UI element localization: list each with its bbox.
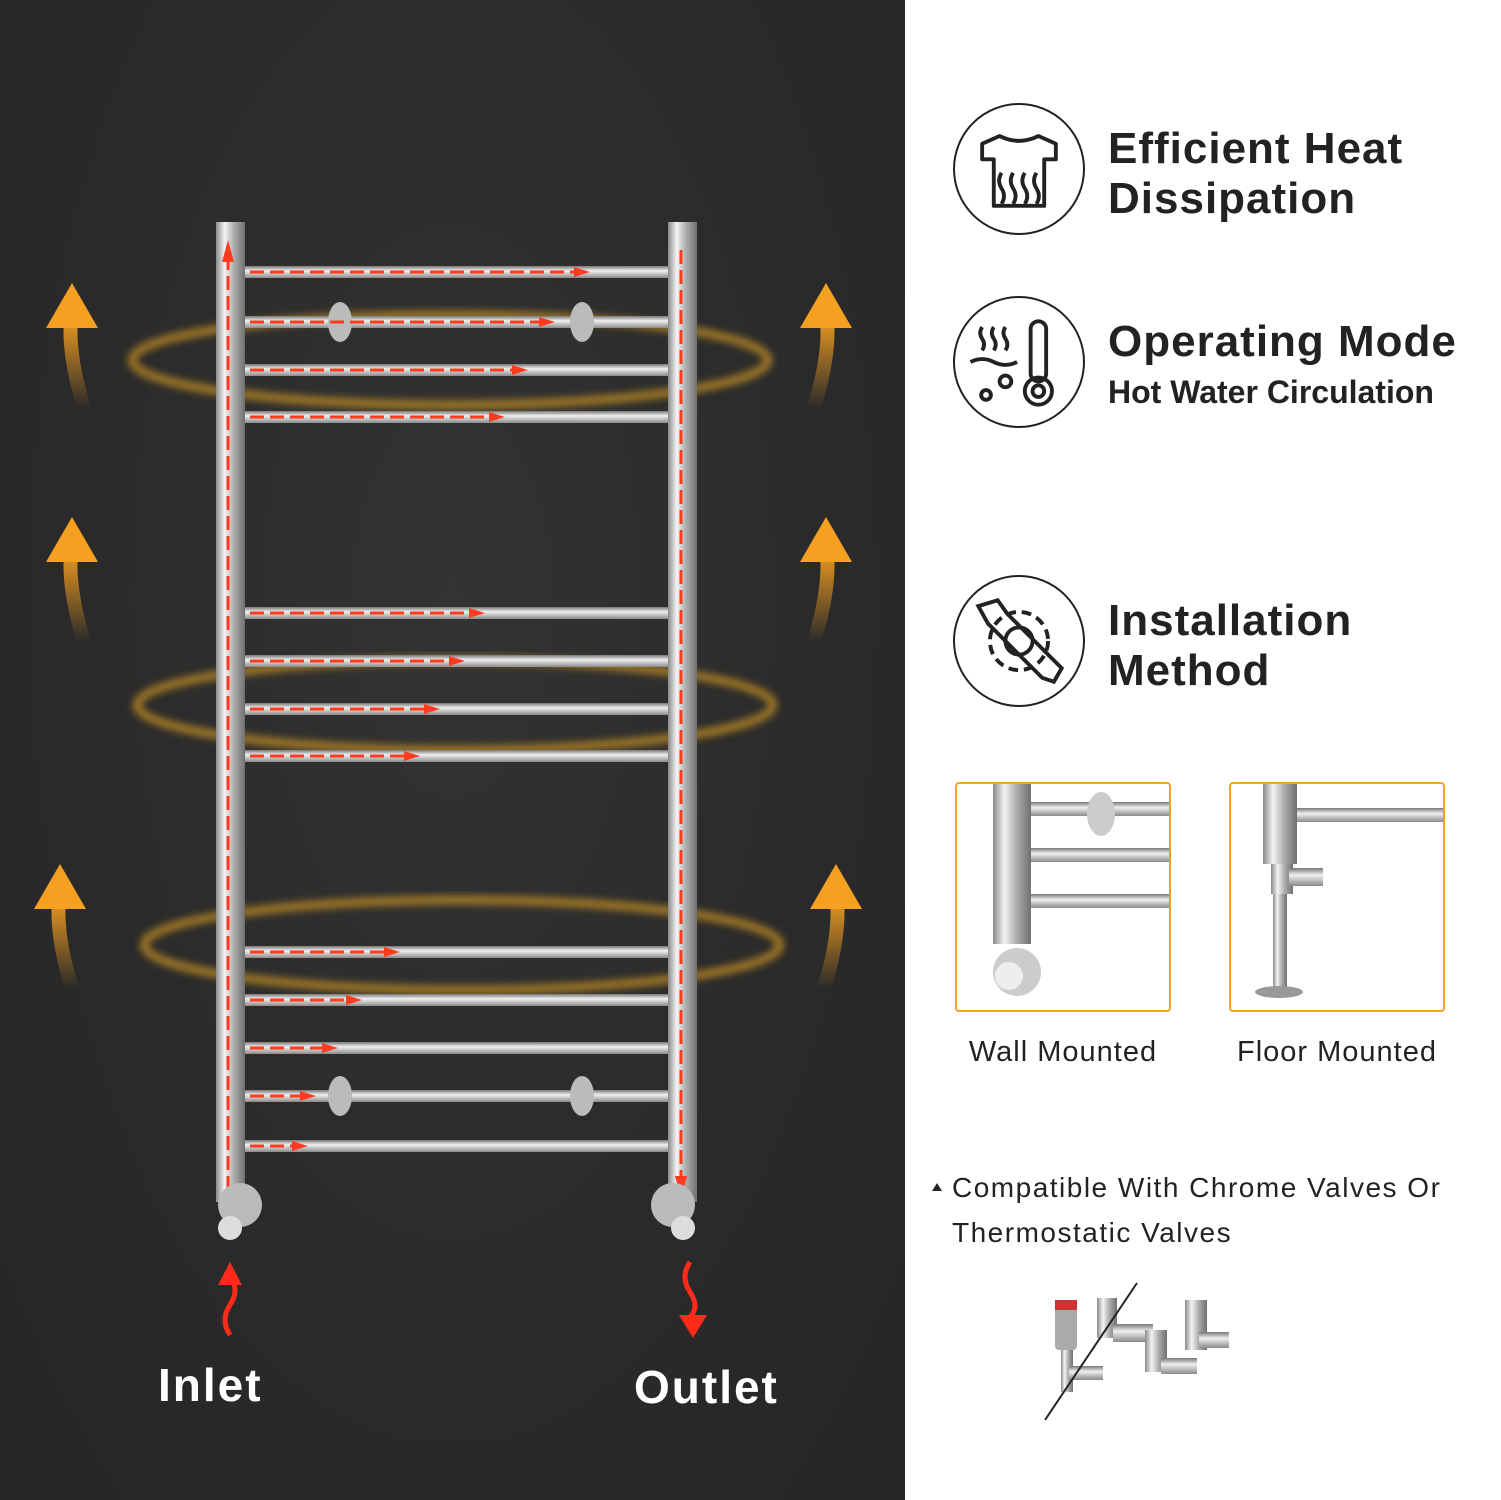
compatibility-line1: Compatible With Chrome Valves Or [952,1172,1442,1203]
divider-slash [1044,1282,1138,1421]
inlet-label: Inlet [158,1359,263,1411]
chrome-angle-valve-icon [1145,1300,1229,1374]
flow-arrowhead [346,995,362,1005]
feature-subtitle-mode: Hot Water Circulation [1108,374,1434,410]
flow-arrowhead [424,704,440,714]
valves-image [1044,1282,1229,1421]
flow-arrowhead [512,365,528,375]
flow-arrowhead [300,1091,316,1101]
compatibility-line2: Thermostatic Valves [952,1217,1233,1248]
flow-arrowhead [404,751,420,761]
wall-bracket [570,302,594,342]
feature-title-heat: Efficient Heat Dissipation [1108,124,1403,224]
heat-up-arrow-icon [800,517,852,645]
shirt-heat-icon [953,103,1085,235]
rail-bar [245,994,668,1006]
inlet-valve [218,1183,262,1227]
rail-bar [245,1140,668,1152]
wall-mounted-label: Wall Mounted [968,1036,1158,1068]
inlet-valve-cap [218,1216,242,1240]
flow-arrowhead [449,656,465,666]
flow-arrowhead [574,267,590,277]
heat-ring [128,311,772,409]
feature-title-install: Installation Method [1108,596,1352,696]
wall-bracket [570,1076,594,1116]
product-illustration-panel: Inlet Outlet [0,0,905,1500]
heat-ring [140,896,784,994]
inlet-arrow-icon [218,1262,242,1337]
floor-mounted-image [1229,782,1445,1012]
outlet-label: Outlet [634,1361,779,1413]
heat-up-arrow-icon [46,283,98,411]
gear-wrench-icon [953,575,1085,707]
left-post [216,222,245,1202]
bullet-triangle-icon [932,1183,942,1191]
rail-bar [245,703,668,715]
feature-title-line: Installation [1108,596,1353,645]
heat-up-arrow-icon [800,283,852,411]
rail-bar [245,1042,668,1054]
flow-arrowhead [322,1043,338,1053]
flow-arrowhead [222,240,234,262]
flow-arrowhead [469,608,485,618]
flow-arrowhead [489,412,505,422]
heat-up-arrow-icon [810,864,862,992]
features-panel: Efficient Heat Dissipation Operating Mod… [905,0,1501,1500]
chrome-valve-icon [1097,1298,1153,1342]
flow-arrowhead [539,317,555,327]
feature-title-line: Efficient Heat [1108,124,1404,173]
heat-up-arrow-icon [34,864,86,992]
feature-title-mode: Operating Mode [1108,317,1457,366]
towel-rail-illustration [34,222,862,1338]
wall-mounted-image [955,782,1171,1012]
feature-title-line: Method [1108,646,1271,695]
flow-arrowhead [384,947,400,957]
outlet-valve-cap [671,1216,695,1240]
thermometer-water-icon [953,296,1085,428]
outlet-valve [651,1183,695,1227]
flow-arrowhead [292,1141,308,1151]
outlet-arrow-icon [679,1260,707,1338]
wall-bracket [328,1076,352,1116]
rail-bar [245,946,668,958]
feature-title-line: Dissipation [1108,174,1357,223]
heat-up-arrow-icon [46,517,98,645]
floor-mounted-label: Floor Mounted [1237,1036,1437,1068]
rail-bar [245,750,668,762]
